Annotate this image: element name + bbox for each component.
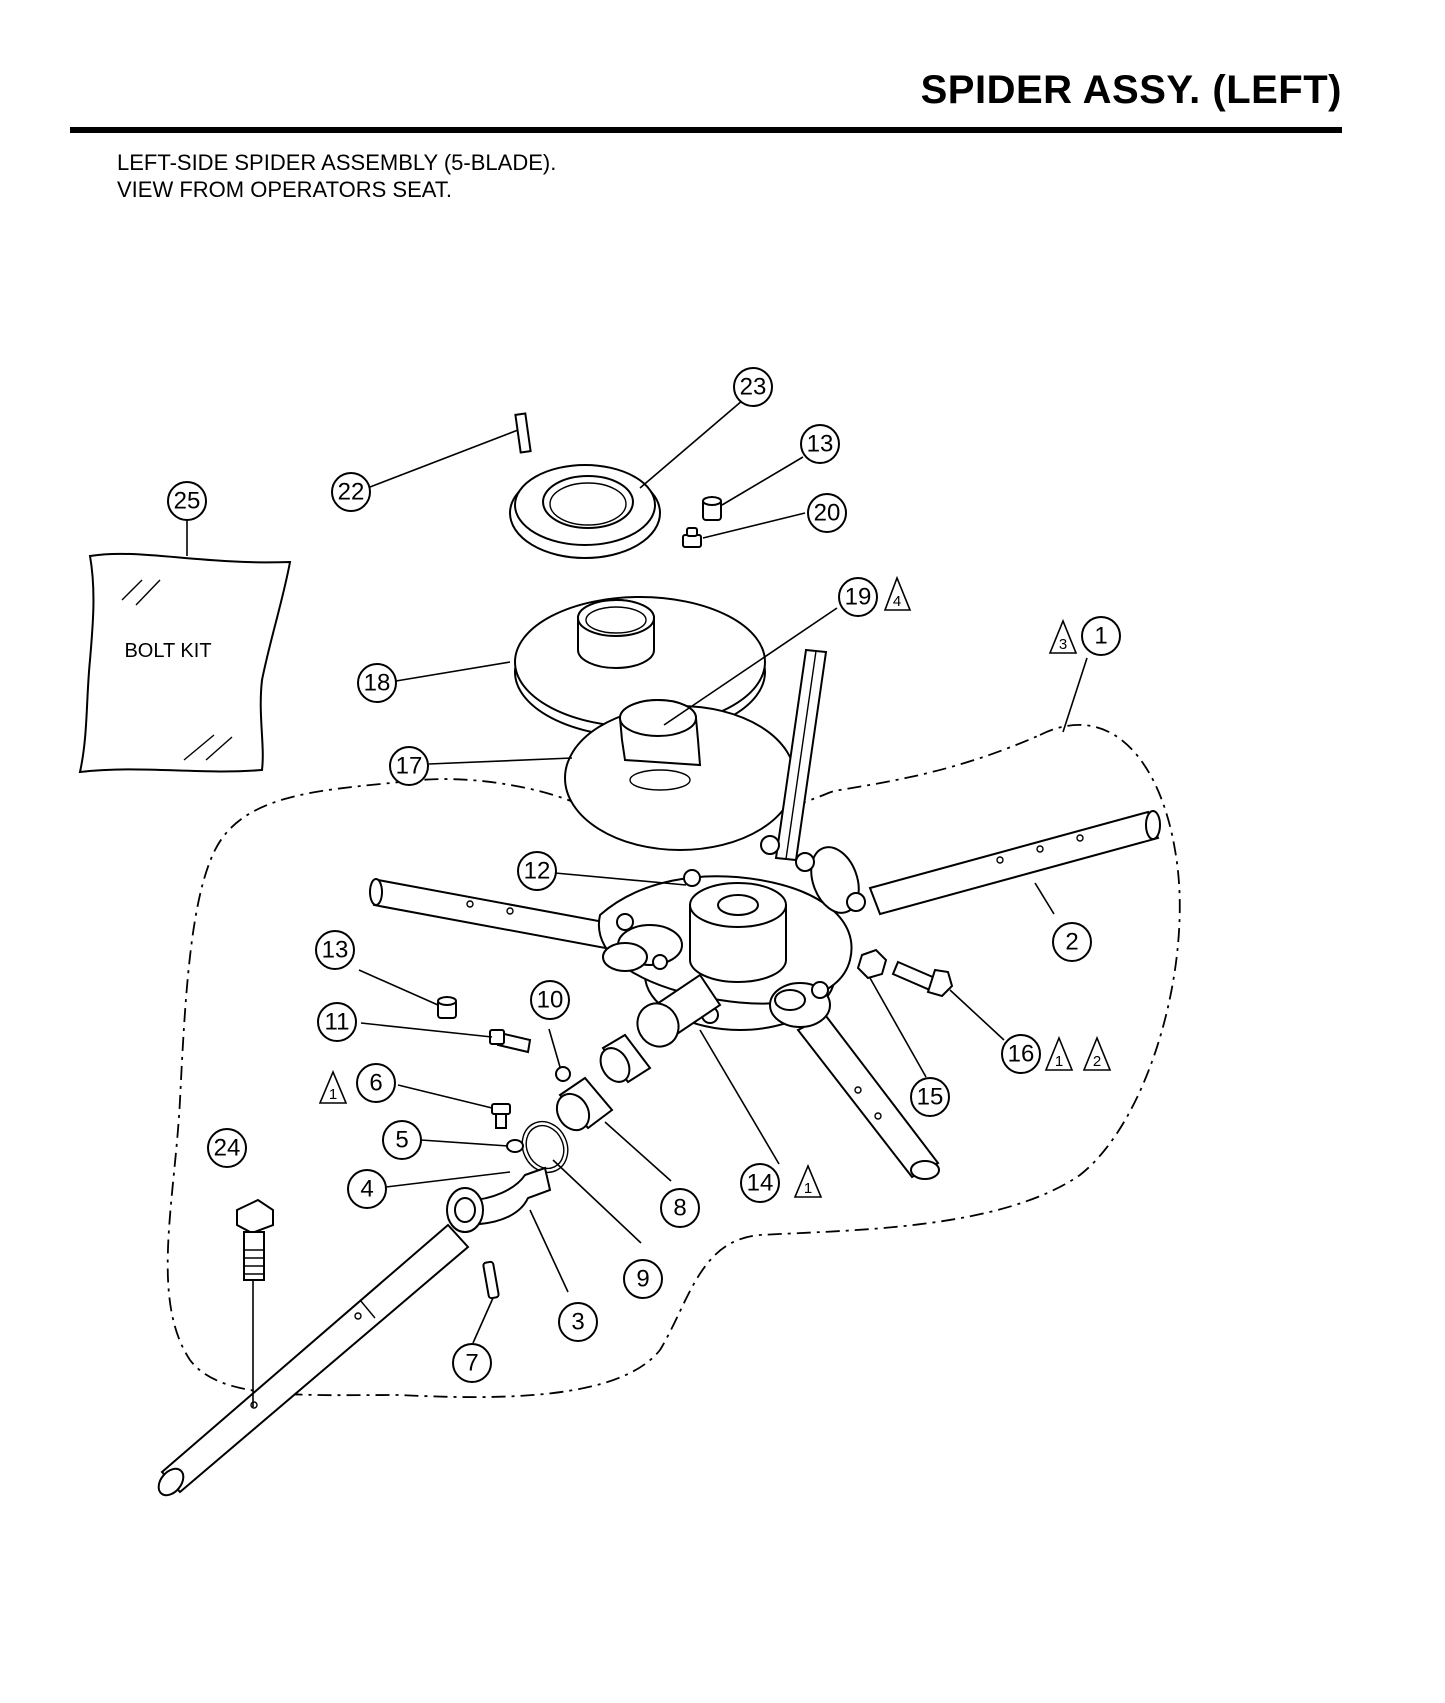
callout-3: 3: [558, 1302, 598, 1342]
retaining-ring: [521, 1120, 569, 1174]
svg-text:2: 2: [1065, 929, 1078, 956]
washer-10: [555, 1066, 571, 1082]
svg-text:11: 11: [325, 1009, 350, 1036]
blade-arm-front-left: [157, 1223, 470, 1497]
svg-text:2: 2: [1093, 1053, 1101, 1070]
svg-text:1: 1: [1094, 623, 1107, 650]
page-title: SPIDER ASSY. (LEFT): [920, 68, 1342, 112]
svg-text:10: 10: [537, 987, 564, 1014]
nut-5: [506, 1139, 524, 1153]
callout-15: 15: [910, 1077, 950, 1117]
svg-text:17: 17: [396, 753, 423, 780]
callout-11: 11: [317, 1002, 357, 1042]
blade-arm-left: [369, 878, 622, 952]
bolt-6: [491, 1103, 511, 1129]
svg-text:1: 1: [329, 1086, 337, 1103]
svg-text:13: 13: [322, 937, 349, 964]
callout-19: 19 4: [838, 575, 912, 617]
callout-18: 18: [357, 663, 397, 703]
svg-text:6: 6: [369, 1070, 382, 1097]
callout-13-lower: 13: [315, 930, 355, 970]
svg-text:9: 9: [636, 1266, 649, 1293]
callout-4: 4: [347, 1169, 387, 1209]
cap-screw-16: [891, 960, 954, 998]
svg-text:7: 7: [465, 1350, 478, 1377]
bolt-kit-label: BOLT KIT: [124, 640, 211, 662]
callout-23: 23: [733, 367, 773, 407]
svg-text:13: 13: [807, 431, 834, 458]
bushing-8: [555, 1076, 614, 1132]
callout-5: 5: [382, 1120, 422, 1160]
swivel-yoke: [446, 1166, 552, 1233]
svg-text:5: 5: [395, 1127, 408, 1154]
svg-text:22: 22: [338, 479, 365, 506]
svg-text:8: 8: [673, 1195, 686, 1222]
callout-13-upper: 13: [800, 424, 840, 464]
callout-1: 3 1: [1048, 616, 1121, 656]
spider-hub: [597, 835, 866, 1048]
title-divider: [70, 127, 1342, 133]
seal-part: [509, 464, 661, 559]
upper-disc-part: [514, 596, 766, 738]
upper-bushing-part: [702, 496, 722, 521]
svg-text:24: 24: [214, 1135, 241, 1162]
callout-2: 2: [1052, 922, 1092, 962]
svg-text:16: 16: [1008, 1041, 1035, 1068]
blade-arm-right: [868, 810, 1161, 916]
svg-text:19: 19: [845, 584, 872, 611]
svg-text:4: 4: [893, 593, 901, 610]
callout-16: 1716 1 2: [1001, 1034, 1112, 1074]
callout-25: 25: [167, 481, 207, 521]
svg-text:1: 1: [1055, 1053, 1063, 1070]
svg-text:1: 1: [804, 1180, 812, 1197]
callout-9: 9: [623, 1259, 663, 1299]
svg-text:15: 15: [917, 1084, 944, 1111]
callout-12: 12: [517, 851, 557, 891]
callout-24: 24: [207, 1128, 247, 1168]
grease-fitting-part: [682, 527, 702, 548]
note-line-1: LEFT-SIDE SPIDER ASSEMBLY (5-BLADE).: [117, 150, 557, 175]
svg-text:3: 3: [1059, 636, 1067, 653]
key-pin-part: [514, 412, 532, 454]
svg-text:23: 23: [740, 374, 767, 401]
collar-part: [599, 1033, 652, 1084]
callout-10: 10: [530, 980, 570, 1020]
callout-7: 7: [452, 1343, 492, 1383]
bolt-kit-bag: BOLT KIT: [78, 552, 292, 774]
svg-text:12: 12: [524, 858, 551, 885]
callout-20: 20: [807, 493, 847, 533]
callout-8: 8: [660, 1188, 700, 1228]
roll-pin-7: [482, 1260, 500, 1300]
leader-lines: [186, 399, 1088, 1407]
callout-22: 22: [331, 472, 371, 512]
callout-6: 1 6: [318, 1063, 396, 1104]
hex-bolt-24: [236, 1198, 274, 1281]
svg-text:18: 18: [364, 670, 391, 697]
callout-17: 17: [389, 746, 429, 786]
hex-nut-15: [856, 948, 888, 980]
svg-text:20: 20: [814, 500, 841, 527]
svg-text:25: 25: [174, 488, 201, 515]
fitting-11: [489, 1029, 532, 1054]
svg-text:3: 3: [571, 1309, 584, 1336]
svg-text:14: 14: [747, 1170, 774, 1197]
note-line-2: VIEW FROM OPERATORS SEAT.: [117, 177, 452, 202]
bushing-13-lower: [437, 996, 457, 1019]
svg-text:4: 4: [360, 1176, 373, 1203]
callout-14: 14 1: [740, 1163, 823, 1203]
